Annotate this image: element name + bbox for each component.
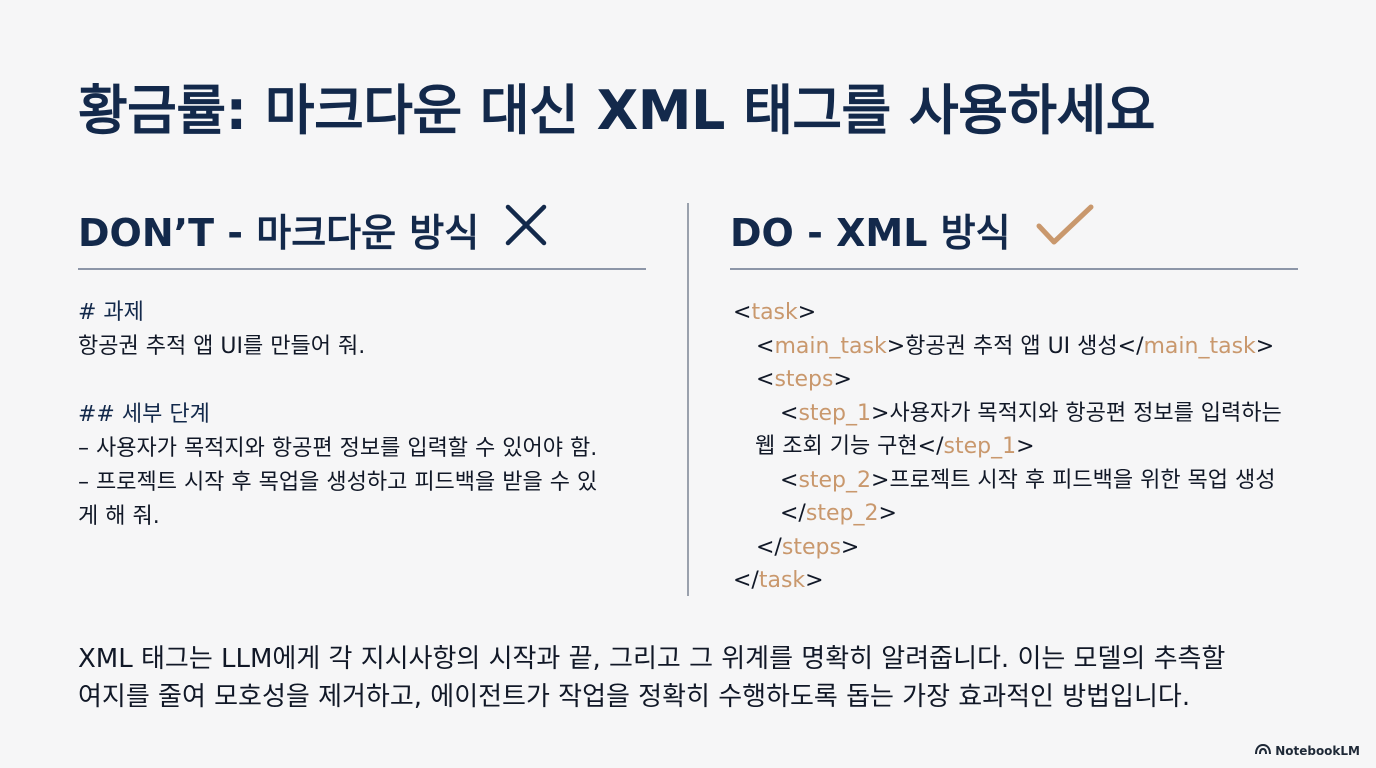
- xml-text: 웹 조회 기능 구현: [755, 434, 918, 459]
- xml-tag: step_1: [943, 434, 1017, 459]
- xml-tag: task: [751, 300, 798, 325]
- brand-badge: NotebookLM: [1255, 743, 1360, 758]
- check-mark-icon: [1035, 202, 1095, 257]
- xml-line: <step_1>사용자가 목적지와 항공편 정보를 입력하는: [780, 400, 1282, 426]
- md-line: 게 해 줘.: [78, 504, 160, 529]
- xml-tag: step_2: [805, 501, 879, 526]
- dont-heading-row: DON’T - 마크다운 방식: [78, 202, 549, 257]
- slide-title: 황금률: 마크다운 대신 XML 태그를 사용하세요: [78, 79, 1155, 142]
- brand-name: NotebookLM: [1275, 743, 1360, 758]
- xml-tag: task: [758, 568, 806, 593]
- xml-example: <task> <main_task>항공권 추적 앱 UI 생성</main_t…: [733, 296, 1353, 598]
- do-heading: DO - XML 방식: [730, 211, 1011, 255]
- xml-text: 항공권 추적 앱 UI 생성: [905, 333, 1118, 359]
- md-line: 항공권 추적 앱 UI를 만들어 줘.: [78, 334, 366, 359]
- xml-line: </step_2>: [780, 501, 897, 526]
- xml-line: <task>: [733, 300, 817, 325]
- xml-text: 프로젝트 시작 후 피드백을 위한 목업 생성: [889, 467, 1276, 493]
- markdown-example: # 과제 항공권 추적 앱 UI를 만들어 줘. ## 세부 단계 – 사용자가…: [78, 296, 668, 534]
- xml-line: <main_task>항공권 추적 앱 UI 생성</main_task>: [756, 333, 1275, 359]
- xml-tag: step_2: [798, 467, 872, 493]
- do-underline: [730, 268, 1298, 270]
- xml-line: 웹 조회 기능 구현</step_1>: [755, 434, 1035, 459]
- md-line: ## 세부 단계: [78, 402, 210, 427]
- do-heading-row: DO - XML 방식: [730, 202, 1095, 257]
- summary-text: XML 태그는 LLM에게 각 지시사항의 시작과 끝, 그리고 그 위계를 명…: [78, 640, 1328, 716]
- x-mark-icon: [503, 202, 549, 257]
- column-divider: [687, 203, 689, 596]
- xml-tag: main_task: [774, 333, 887, 359]
- md-line: – 프로젝트 시작 후 목업을 생성하고 피드백을 받을 수 있: [78, 470, 598, 495]
- md-line: # 과제: [78, 300, 144, 325]
- xml-line: </task>: [733, 568, 824, 593]
- xml-tag: steps: [781, 534, 841, 560]
- xml-line: </steps>: [756, 534, 860, 560]
- xml-tag: steps: [774, 367, 834, 392]
- summary-line: 여지를 줄여 모호성을 제거하고, 에이전트가 작업을 정확히 수행하도록 돕는…: [78, 682, 1191, 712]
- xml-tag: main_task: [1143, 333, 1256, 359]
- xml-line: <step_2>프로젝트 시작 후 피드백을 위한 목업 생성: [780, 467, 1276, 493]
- md-line: – 사용자가 목적지와 항공편 정보를 입력할 수 있어야 함.: [78, 436, 598, 461]
- notebooklm-logo-icon: [1255, 743, 1272, 758]
- md-blank-line: [78, 364, 668, 398]
- summary-line: XML 태그는 LLM에게 각 지시사항의 시작과 끝, 그리고 그 위계를 명…: [78, 644, 1226, 674]
- xml-text: 사용자가 목적지와 항공편 정보를 입력하는: [889, 400, 1282, 426]
- xml-line: <steps>: [756, 367, 852, 392]
- dont-underline: [78, 268, 646, 270]
- dont-heading: DON’T - 마크다운 방식: [78, 211, 480, 255]
- xml-tag: step_1: [798, 400, 872, 426]
